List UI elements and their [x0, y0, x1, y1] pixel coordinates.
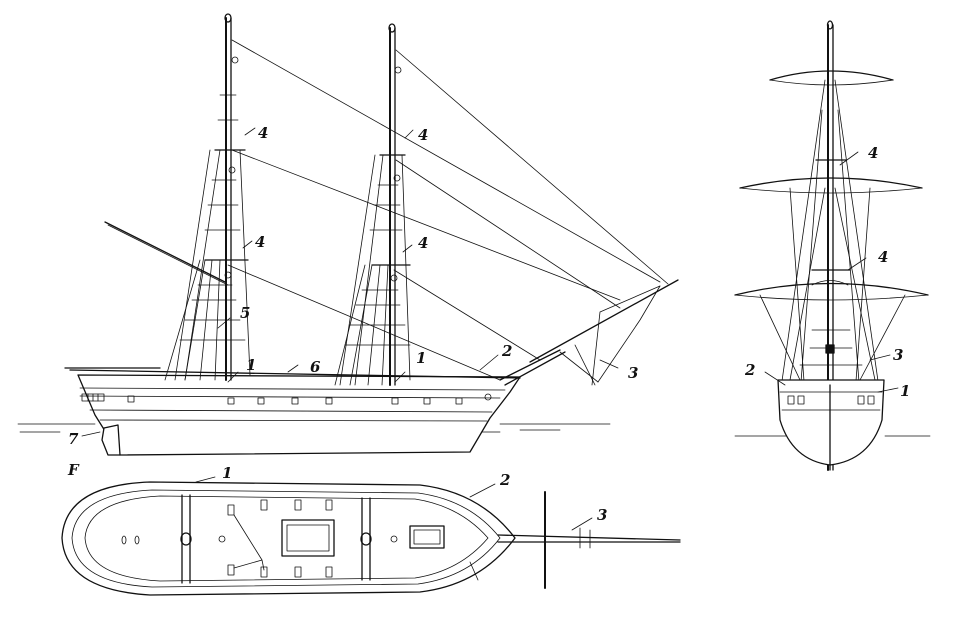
rudder: [101, 424, 121, 456]
label-front-3: 3: [893, 346, 903, 364]
front-rigging: [759, 79, 906, 396]
label-deck-1: 1: [222, 464, 232, 482]
front-view: 4 4 2 3 1: [734, 20, 931, 471]
capstans: [121, 532, 398, 546]
deck-guns: [227, 499, 333, 578]
bowsprit-plan: [497, 534, 681, 543]
label-main-mast-4: 4: [255, 233, 265, 251]
label-main-topmast-4: 4: [258, 124, 268, 142]
label-shrouds-5: 5: [240, 304, 250, 322]
label-fore-mast-4: 4: [418, 234, 428, 252]
label-mark-f: F: [67, 461, 80, 479]
label-fore-topmast-4: 4: [418, 126, 428, 144]
deck-rail: [64, 367, 521, 379]
label-front-2: 2: [744, 361, 755, 379]
deck-outline-outer: [61, 481, 516, 596]
label-rudder-7: 7: [68, 430, 79, 448]
label-bow-2: 2: [501, 342, 512, 360]
label-jib-3: 3: [628, 364, 638, 382]
side-view: 4 4 4 4 5 1 1 6 2 3 7 F: [17, 13, 679, 479]
label-front-4-lower: 4: [878, 248, 888, 266]
fore-mast: [334, 23, 411, 386]
label-front-4-upper: 4: [868, 144, 878, 162]
front-hull: [777, 379, 885, 471]
fore-hatch: [409, 525, 445, 549]
hull-side: [77, 349, 566, 456]
waterline-side: [17, 423, 611, 433]
label-deck-2: 2: [499, 471, 510, 489]
gaff-spar: [104, 221, 226, 283]
main-mast: [164, 13, 251, 381]
label-deck-3: 3: [597, 506, 607, 524]
main-hatch: [281, 519, 335, 557]
deck-outline-inner: [71, 489, 501, 588]
deck-plan: 1 2 3: [61, 464, 681, 596]
label-main-chains-1: 1: [246, 356, 256, 374]
front-sails: [734, 70, 929, 301]
side-leader-lines: [81, 127, 619, 437]
label-front-1: 1: [900, 382, 910, 400]
label-fore-chains-1: 1: [416, 349, 426, 367]
gun-ports: [127, 393, 492, 405]
jib-sail: [529, 279, 679, 386]
stays: [227, 39, 669, 381]
label-rail-6: 6: [310, 358, 321, 376]
